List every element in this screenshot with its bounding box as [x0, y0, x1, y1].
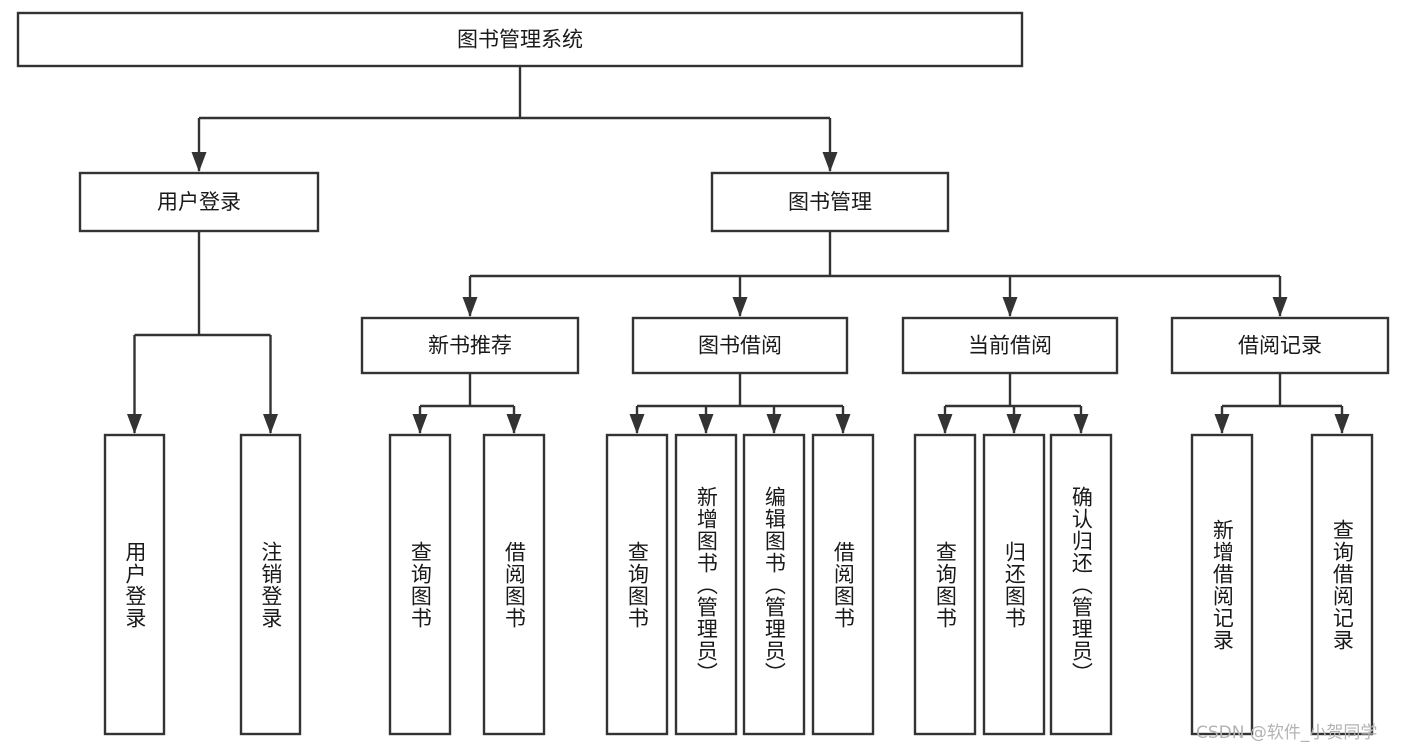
node-leaf-1[interactable] [239, 433, 302, 736]
node-leaf-11[interactable] [1190, 433, 1254, 736]
node-leaf-5[interactable] [674, 433, 738, 736]
node-leaf-6[interactable] [742, 433, 806, 736]
arrow-head-icon [506, 414, 522, 434]
node-leaf-10[interactable] [1049, 433, 1113, 736]
node-leaf-7[interactable] [811, 433, 875, 736]
node-root-图书管理系统[interactable]: 图书管理系统 [16, 11, 1024, 68]
arrow-head-icon [698, 414, 714, 434]
node-level3-3[interactable]: 借阅记录 [1170, 316, 1390, 375]
connector-layer [127, 66, 1350, 434]
arrow-head-icon [263, 414, 278, 434]
node-level3-1[interactable]: 图书借阅 [631, 316, 849, 375]
node-leaf-0[interactable] [103, 433, 166, 736]
node-level2-0[interactable]: 用户登录 [78, 171, 320, 233]
node-label: 图书借阅 [698, 334, 782, 358]
arrow-head-icon [1334, 414, 1350, 434]
arrow-head-icon [412, 414, 428, 434]
watermark-text: CSDN @软件_小贺同学 [1196, 723, 1378, 743]
node-leaf-4[interactable] [605, 433, 669, 736]
arrow-head-icon [1002, 297, 1018, 317]
node-leaf-2[interactable] [388, 433, 452, 736]
node-label: 图书管理系统 [457, 28, 583, 52]
node-label: 新书推荐 [428, 334, 512, 358]
arrow-head-icon [629, 414, 645, 434]
arrow-head-icon [462, 297, 478, 317]
node-level3-0[interactable]: 新书推荐 [360, 316, 580, 375]
arrow-head-icon [937, 414, 953, 434]
arrow-head-icon [1006, 414, 1022, 434]
node-leaf-9[interactable] [982, 433, 1046, 736]
node-label: 当前借阅 [968, 334, 1052, 358]
node-label: 用户登录 [157, 190, 241, 214]
node-leaf-3[interactable] [482, 433, 546, 736]
arrow-head-icon [1214, 414, 1230, 434]
arrow-head-icon [191, 152, 207, 172]
node-level3-2[interactable]: 当前借阅 [901, 316, 1119, 375]
node-level2-1[interactable]: 图书管理 [710, 171, 950, 233]
arrow-head-icon [732, 297, 748, 317]
node-label: 图书管理 [788, 190, 872, 214]
node-leaf-8[interactable] [913, 433, 977, 736]
node-label: 借阅记录 [1238, 334, 1322, 358]
arrow-head-icon [1073, 414, 1089, 434]
arrow-head-icon [1272, 297, 1288, 317]
arrow-head-icon [127, 414, 142, 434]
arrow-head-icon [822, 152, 838, 172]
arrow-head-icon [766, 414, 782, 434]
node-leaf-12[interactable] [1310, 433, 1374, 736]
arrow-head-icon [835, 414, 851, 434]
